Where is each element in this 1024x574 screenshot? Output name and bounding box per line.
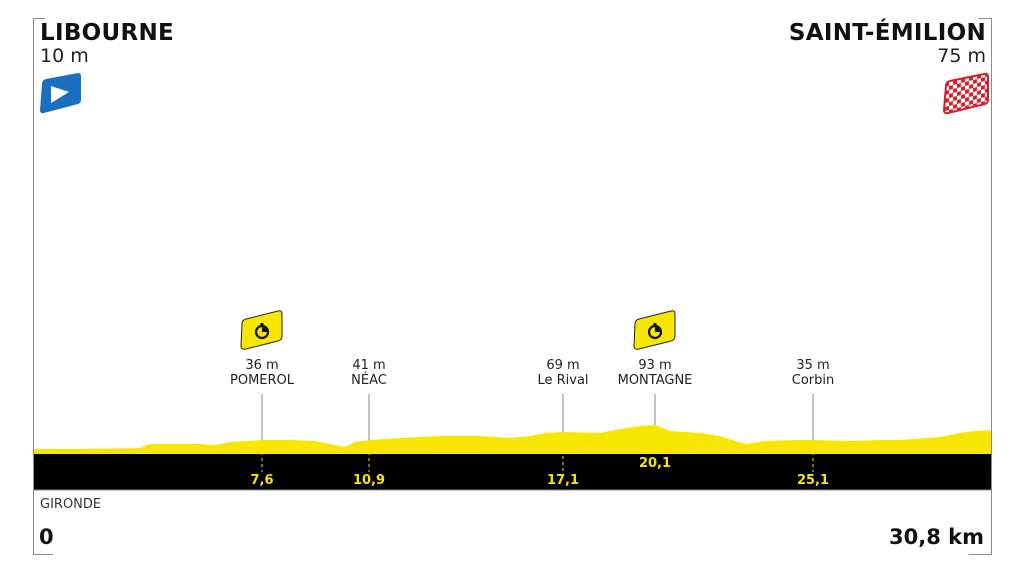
km-marker-label: 17,1 bbox=[546, 473, 580, 488]
waypoint-name: POMEROL bbox=[229, 373, 295, 388]
waypoint-altitude: 93 m bbox=[638, 358, 672, 373]
km-marker-label: 20,1 bbox=[638, 456, 672, 471]
waypoint-label-montagne: 93 m MONTAGNE bbox=[618, 358, 693, 388]
stopwatch-icon bbox=[240, 310, 283, 350]
frame-left-border bbox=[33, 18, 34, 555]
frame-corner bbox=[33, 554, 53, 555]
waypoint-altitude: 36 m bbox=[245, 358, 279, 373]
start-altitude: 10 m bbox=[40, 45, 89, 67]
waypoint-label-pomerol: 36 m POMEROL bbox=[230, 358, 294, 388]
km-marker-label: 25,1 bbox=[796, 473, 830, 488]
distance-start-label: 0 bbox=[39, 525, 54, 549]
distance-end-label: 30,8 km bbox=[889, 525, 984, 549]
frame-corner bbox=[979, 18, 991, 19]
waypoint-name: MONTAGNE bbox=[617, 373, 693, 388]
waypoint-label-le-rival: 69 m Le Rival bbox=[537, 358, 588, 388]
finish-altitude: 75 m bbox=[937, 45, 986, 67]
km-marker-label: 10,9 bbox=[352, 473, 386, 488]
waypoint-altitude: 35 m bbox=[796, 358, 830, 373]
frame-corner bbox=[969, 554, 991, 555]
waypoint-altitude: 41 m bbox=[352, 358, 386, 373]
start-city-name: LIBOURNE bbox=[40, 20, 175, 46]
region-label: GIRONDE bbox=[40, 497, 102, 512]
distance-band bbox=[34, 454, 991, 490]
waypoint-altitude: 69 m bbox=[546, 358, 580, 373]
waypoint-name: NÉAC bbox=[351, 373, 387, 388]
waypoint-name: Le Rival bbox=[537, 373, 589, 388]
waypoint-label-corbin: 35 m Corbin bbox=[792, 358, 834, 388]
stopwatch-icon bbox=[633, 310, 676, 350]
frame-right-border bbox=[991, 18, 992, 555]
checkered-finish-flag-icon bbox=[942, 72, 989, 114]
waypoint-label-neac: 41 m NÉAC bbox=[351, 358, 387, 388]
waypoint-name: Corbin bbox=[791, 373, 835, 388]
finish-city-name: SAINT-ÉMILION bbox=[788, 20, 986, 46]
frame-corner bbox=[33, 18, 45, 19]
km-marker-label: 7,6 bbox=[250, 473, 274, 488]
elevation-area bbox=[34, 425, 991, 454]
start-flag-icon bbox=[40, 73, 81, 114]
